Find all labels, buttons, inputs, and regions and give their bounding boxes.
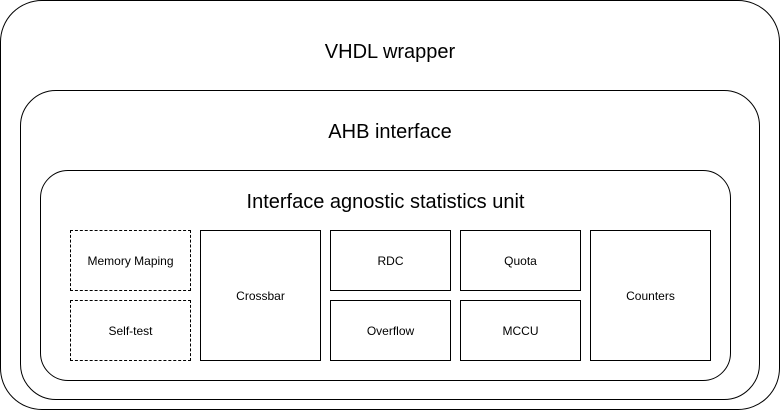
overflow-block: Overflow xyxy=(330,300,451,361)
crossbar-block: Crossbar xyxy=(200,230,321,361)
ahb-interface-title: AHB interface xyxy=(328,121,452,143)
self-test-block: Self-test xyxy=(70,300,191,361)
rdc-block: RDC xyxy=(330,230,451,291)
quota-block: Quota xyxy=(460,230,581,291)
counters-block: Counters xyxy=(590,230,711,361)
memory-mapping-block: Memory Maping xyxy=(70,230,191,291)
vhdl-wrapper-title: VHDL wrapper xyxy=(324,41,456,63)
statistics-unit-title: Interface agnostic statistics unit xyxy=(246,191,525,213)
mccu-block: MCCU xyxy=(460,300,581,361)
